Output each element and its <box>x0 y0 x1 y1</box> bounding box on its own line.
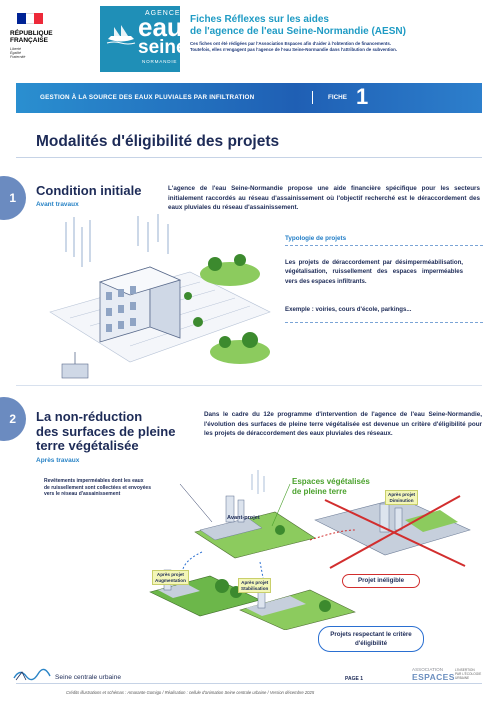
typology-example: Exemple : voiries, cours d'école, parkin… <box>285 306 412 313</box>
section-1-paragraph: L'agence de l'eau Seine-Normandie propos… <box>168 185 480 212</box>
section-1-title: Condition initiale <box>36 183 142 198</box>
eligibility-diagram <box>149 470 471 630</box>
boat-icon <box>106 25 136 45</box>
footer-brand: Seine centrale urbaine <box>55 674 121 681</box>
band-fiche-label: FICHE <box>328 94 347 101</box>
diminution-tag: Après projet Diminution <box>385 490 419 506</box>
republic-motto: Liberté Égalité Fraternité <box>10 47 26 60</box>
avant-projet-label: Avant-projet <box>227 515 260 521</box>
band-label: GESTION À LA SOURCE DES EAUX PLUVIALES P… <box>40 94 255 101</box>
section-2-paragraph: Dans le cadre du 12e programme d'interve… <box>204 411 482 438</box>
section-2-subtitle: Après travaux <box>36 457 80 464</box>
green-spaces-label: Espaces végétalisés de pleine terre <box>292 477 370 496</box>
french-flag-icon <box>17 13 44 24</box>
logo-normandie: NORMANDIE <box>142 59 178 64</box>
logo-seine: seine <box>138 37 187 58</box>
republic-label: RÉPUBLIQUE FRANÇAISE <box>10 30 53 44</box>
typology-divider-top <box>285 245 483 246</box>
footer-espaces-tagline: L'INSERTION PAR L'ÉCOLOGIE URBAINE <box>455 668 482 680</box>
initial-condition-illustration <box>49 214 271 379</box>
logo-agence: AGENCE <box>145 10 181 17</box>
title-divider <box>16 157 482 158</box>
section-1-subtitle: Avant travaux <box>36 201 79 208</box>
footer-espaces-logo: ESPACES <box>412 672 455 682</box>
section-divider <box>16 385 482 386</box>
header-title: Fiches Réflexes sur les aides de l'agenc… <box>190 14 406 37</box>
logo-eau: eau <box>138 12 183 42</box>
section-1-number: 1 <box>0 176 26 220</box>
theme-band <box>16 83 482 113</box>
page-title: Modalités d'éligibilité des projets <box>36 133 280 150</box>
band-fiche-number: 1 <box>356 84 369 109</box>
section-2-title: La non-réduction des surfaces de pleine … <box>36 409 176 453</box>
stabilisation-tag: Après projet Stabilisation <box>238 578 272 594</box>
seine-centrale-logo-icon <box>13 668 51 681</box>
footer-page-number: PAGE 1 <box>345 676 363 682</box>
footer-divider <box>16 683 482 684</box>
typology-body: Les projets de déraccordement par désimp… <box>285 259 463 285</box>
band-separator <box>312 91 313 104</box>
eligible-badge: Projets respectant le critère d'éligibil… <box>318 626 424 652</box>
typology-divider-bottom <box>285 322 483 323</box>
section-2-number: 2 <box>0 397 26 441</box>
augmentation-tag: Après projet Augmentation <box>152 570 189 586</box>
header-note: Ces fiches ont été rédigées par l'Associ… <box>190 41 398 52</box>
typology-title: Typologie de projets <box>285 235 347 242</box>
aesn-logo: AGENCE eau seine NORMANDIE <box>100 6 187 72</box>
impermeable-surfaces-label: Revêtements imperméables dont les eaux d… <box>44 478 151 497</box>
ineligible-badge: Projet inéligible <box>342 574 420 588</box>
footer-association-label: ASSOCIATION <box>412 667 444 672</box>
footer-credits: Crédits illustrations et schémas : Amara… <box>66 690 315 695</box>
